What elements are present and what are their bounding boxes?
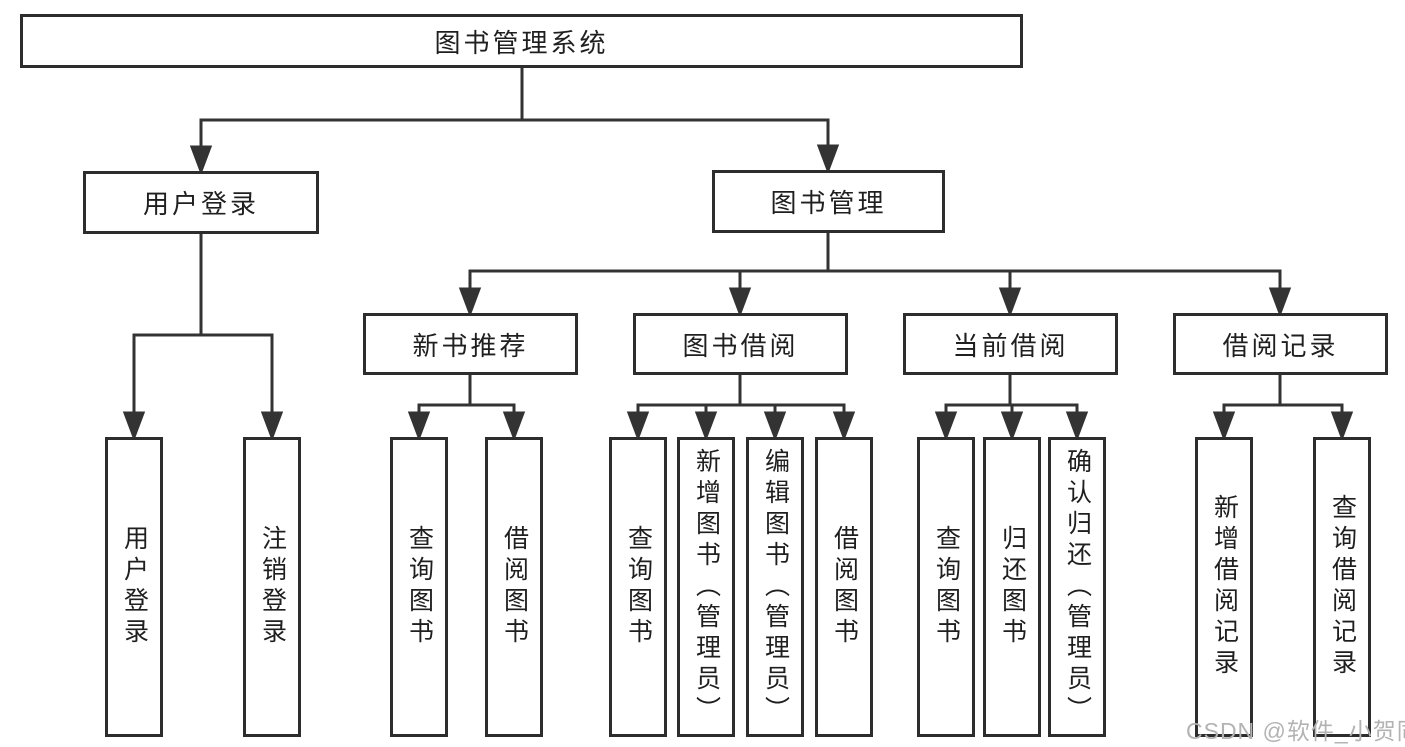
watermark: CSDN @软件_小贺同学 bbox=[1186, 718, 1405, 744]
node-leaf-return-books-label: 归还图书 bbox=[998, 525, 1027, 649]
node-leaf-query-borrow-record-label: 查询借阅记录 bbox=[1328, 494, 1357, 680]
node-leaf-borrow-books-rec-label: 借阅图书 bbox=[500, 525, 529, 649]
connector-book-borrow-children bbox=[626, 375, 856, 442]
node-borrow-records-label: 借阅记录 bbox=[1222, 330, 1339, 361]
node-new-book-rec: 新书推荐 bbox=[363, 313, 578, 375]
node-root-label: 图书管理系统 bbox=[434, 27, 609, 58]
node-book-borrow: 图书借阅 bbox=[633, 313, 848, 375]
node-leaf-add-borrow-record: 新增借阅记录 bbox=[1195, 437, 1253, 737]
node-leaf-add-book-admin: 新增图书（管理员） bbox=[677, 437, 735, 737]
node-book-mgmt-label: 图书管理 bbox=[770, 188, 887, 218]
connector-root-to-level2 bbox=[189, 68, 840, 176]
node-leaf-edit-book-admin-label: 编辑图书（管理员） bbox=[761, 447, 790, 727]
node-leaf-user-login: 用户登录 bbox=[105, 437, 163, 737]
node-leaf-logout: 注销登录 bbox=[243, 437, 301, 737]
node-current-borrow: 当前借阅 bbox=[903, 313, 1118, 375]
node-leaf-query-books-current-label: 查询图书 bbox=[932, 525, 961, 649]
node-leaf-query-books-borrow: 查询图书 bbox=[609, 437, 667, 737]
node-user-login-label: 用户登录 bbox=[142, 189, 259, 219]
connector-book-mgmt-children bbox=[458, 233, 1292, 318]
node-book-mgmt: 图书管理 bbox=[712, 170, 945, 233]
node-leaf-query-books-rec-label: 查询图书 bbox=[405, 525, 434, 649]
node-leaf-add-book-admin-label: 新增图书（管理员） bbox=[692, 447, 721, 727]
node-leaf-borrow-books-borrow: 借阅图书 bbox=[815, 437, 873, 737]
node-leaf-logout-label: 注销登录 bbox=[258, 525, 287, 649]
node-leaf-query-books-borrow-label: 查询图书 bbox=[624, 525, 653, 649]
node-leaf-user-login-label: 用户登录 bbox=[120, 525, 149, 649]
node-leaf-edit-book-admin: 编辑图书（管理员） bbox=[746, 437, 804, 737]
connector-new-book-rec-children bbox=[407, 375, 526, 442]
node-current-borrow-label: 当前借阅 bbox=[952, 330, 1069, 361]
node-borrow-records: 借阅记录 bbox=[1173, 313, 1388, 375]
node-user-login: 用户登录 bbox=[83, 171, 319, 234]
connector-borrow-records-children bbox=[1212, 375, 1354, 442]
node-root: 图书管理系统 bbox=[20, 14, 1023, 68]
node-book-borrow-label: 图书借阅 bbox=[682, 330, 799, 361]
node-leaf-add-borrow-record-label: 新增借阅记录 bbox=[1210, 494, 1239, 680]
node-leaf-borrow-books-rec: 借阅图书 bbox=[485, 437, 543, 737]
node-leaf-return-books: 归还图书 bbox=[983, 437, 1041, 737]
node-leaf-query-books-current: 查询图书 bbox=[917, 437, 975, 737]
connector-current-borrow-children bbox=[934, 375, 1089, 442]
node-leaf-query-borrow-record: 查询借阅记录 bbox=[1313, 437, 1371, 737]
connector-user-login-children bbox=[122, 234, 284, 442]
node-leaf-confirm-return-admin: 确认归还（管理员） bbox=[1048, 437, 1106, 737]
node-new-book-rec-label: 新书推荐 bbox=[412, 330, 529, 361]
node-leaf-confirm-return-admin-label: 确认归还（管理员） bbox=[1063, 447, 1092, 727]
node-leaf-query-books-rec: 查询图书 bbox=[390, 437, 448, 737]
node-leaf-borrow-books-borrow-label: 借阅图书 bbox=[830, 525, 859, 649]
